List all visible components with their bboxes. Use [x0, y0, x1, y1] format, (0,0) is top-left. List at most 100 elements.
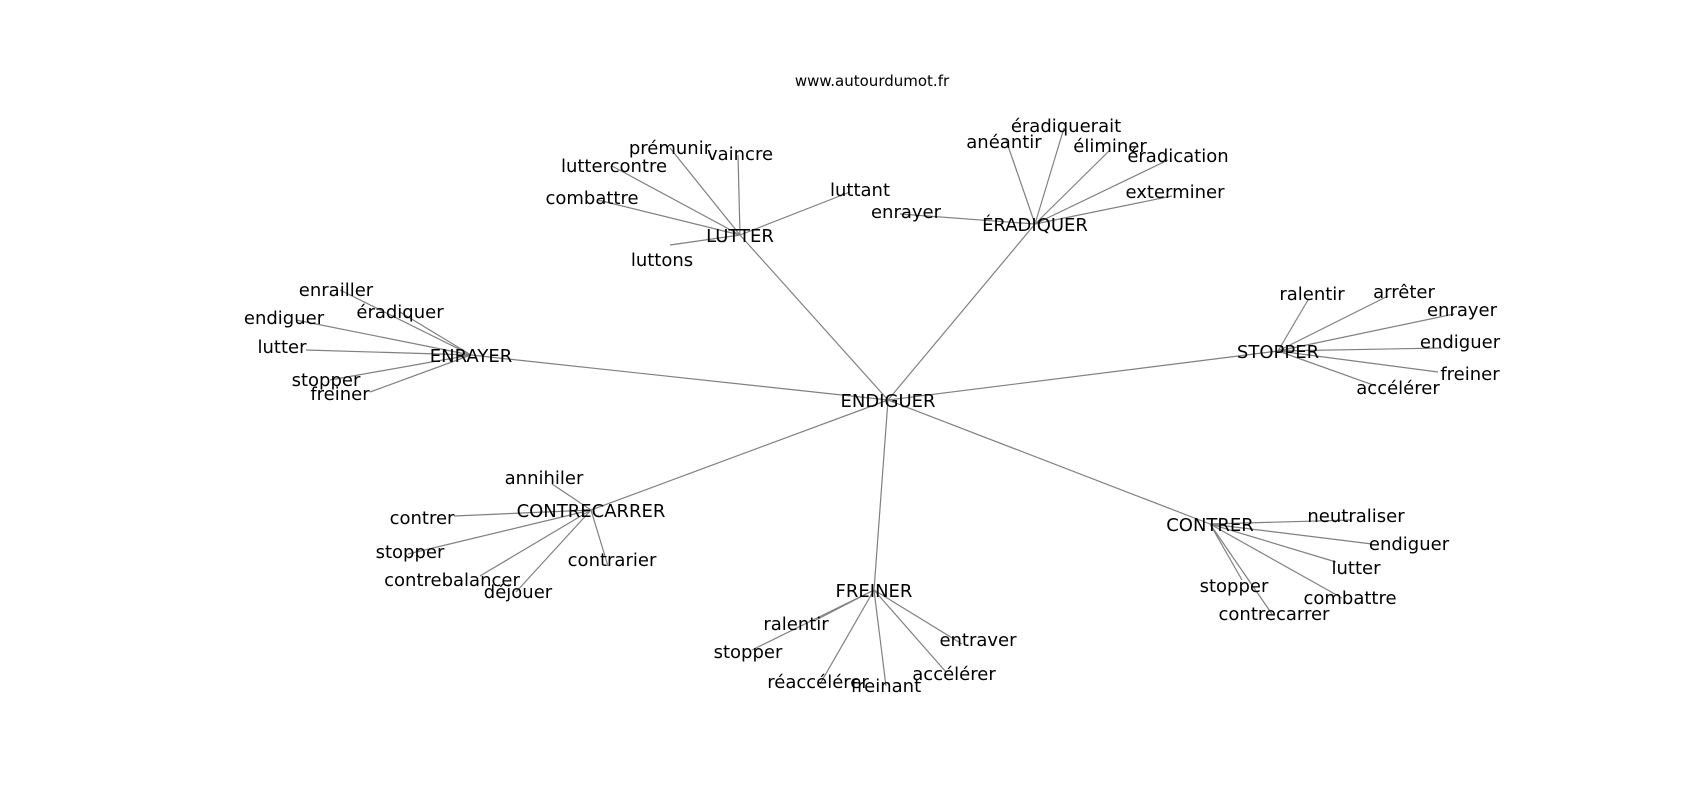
node-leaf-freiner-ralentir: ralentir: [763, 614, 829, 635]
edge-enrayer-endiguer: [295, 319, 472, 356]
node-leaf-stopper-enrayer: enrayer: [1427, 300, 1498, 321]
node-leaf-contrecarrer-contrer: contrer: [390, 508, 455, 529]
node-leaf-lutter-combattre: combattre: [545, 188, 638, 209]
edge-lutter-luttant: [739, 191, 851, 236]
node-leaf-eradiquer-aneantir: anéantir: [966, 132, 1042, 153]
edge-contrecarrer-contrebalancer: [479, 509, 592, 577]
edge-stopper-ralentir: [1277, 299, 1309, 352]
node-leaf-stopper-endiguer: endiguer: [1420, 332, 1501, 353]
node-leaf-enrayer-endiguer: endiguer: [244, 308, 325, 329]
node-leaf-contrecarrer-contrarier: contrarier: [568, 550, 657, 571]
node-leaf-lutter-vaincre: vaincre: [707, 144, 773, 165]
node-leaf-enrayer-enrailler: enrailler: [299, 280, 374, 301]
node-leaf-enrayer-lutter: lutter: [258, 337, 308, 358]
graph-edges: [295, 127, 1455, 687]
edge-center-lutter: [739, 234, 889, 401]
edge-center-freiner: [873, 399, 889, 591]
node-leaf-contrer-endiguer: endiguer: [1369, 534, 1450, 555]
edge-stopper-accelerer: [1277, 350, 1377, 387]
edge-center-stopper: [887, 350, 1279, 401]
node-hub-contrecarrer: CONTRECARRER: [517, 501, 666, 522]
edge-freiner-reaccelerer: [819, 589, 875, 685]
edge-center-eradiquer: [887, 223, 1036, 401]
node-leaf-contrecarrer-dejouer: déjouer: [484, 582, 553, 603]
node-leaf-stopper-freiner: freiner: [1440, 364, 1500, 385]
edge-eradiquer-exterminer: [1034, 195, 1173, 225]
source-watermark: www.autourdumot.fr: [794, 72, 950, 90]
node-leaf-eradiquer-enrayer: enrayer: [871, 202, 942, 223]
edge-eradiquer-eliminer: [1034, 149, 1111, 225]
node-leaf-contrer-lutter: lutter: [1332, 558, 1382, 579]
node-hub-eradiquer: ÉRADIQUER: [982, 214, 1088, 236]
edge-freiner-accelerer: [873, 589, 947, 673]
node-leaf-contrecarrer-contrebalancer: contrebalancer: [384, 570, 520, 591]
edge-contrer-contrecarrer: [1209, 523, 1273, 615]
edge-contrecarrer-annihiler: [551, 483, 592, 511]
edge-contrer-lutter: [1209, 523, 1337, 563]
edge-center-contrer: [887, 399, 1211, 525]
edge-eradiquer-enrayer: [899, 213, 1036, 225]
edge-enrayer-lutter: [305, 349, 472, 356]
node-hub-freiner: FREINER: [836, 581, 913, 602]
node-leaf-contrer-neutraliser: neutraliser: [1307, 506, 1405, 527]
node-leaf-enrayer-stopper: stopper: [292, 370, 361, 391]
edge-stopper-endiguer: [1277, 347, 1443, 352]
node-leaf-eradiquer-exterminer: exterminer: [1125, 182, 1225, 203]
node-leaf-contrecarrer-annihiler: annihiler: [505, 468, 584, 489]
edge-lutter-luttercontre: [611, 165, 741, 236]
node-leaf-enrayer-freiner: freiner: [310, 384, 370, 405]
edge-contrer-stopper: [1209, 523, 1243, 581]
edge-stopper-freiner: [1277, 350, 1439, 373]
edge-lutter-vaincre: [737, 154, 741, 236]
node-leaf-lutter-luttant: luttant: [830, 180, 890, 201]
node-leaf-stopper-ralentir: ralentir: [1279, 284, 1345, 305]
edge-contrer-neutraliser: [1209, 519, 1353, 525]
edge-enrayer-stopper: [329, 354, 472, 381]
node-leaf-freiner-accelerer: accélérer: [912, 664, 996, 685]
edge-contrecarrer-stopper: [407, 509, 592, 555]
edge-enrayer-enrailler: [339, 289, 472, 356]
edge-enrayer-freiner: [369, 354, 472, 393]
node-leaf-freiner-reaccelerer: réaccélérer: [767, 672, 869, 693]
edge-contrecarrer-contrarier: [590, 509, 609, 567]
edge-freiner-entraver: [873, 589, 963, 645]
edge-stopper-arreter: [1277, 295, 1389, 352]
node-leaf-lutter-premunir: prémunir: [629, 138, 712, 159]
node-leaf-eradiquer-eliminer: éliminer: [1073, 136, 1147, 157]
edge-eradiquer-eradiquerait: [1034, 127, 1065, 225]
edge-contrecarrer-dejouer: [515, 509, 592, 593]
node-center-endiguer: ENDIGUER: [840, 391, 935, 412]
node-leaf-stopper-accelerer: accélérer: [1356, 378, 1440, 399]
node-leaf-eradiquer-eradication: éradication: [1127, 146, 1228, 167]
edge-enrayer-eradiquer: [399, 311, 472, 356]
edge-freiner-freinant: [873, 589, 887, 687]
edge-contrecarrer-contrer: [453, 509, 592, 517]
node-leaf-contrecarrer-stopper: stopper: [376, 542, 445, 563]
edge-freiner-stopper: [751, 589, 875, 651]
edge-contrer-combattre: [1209, 523, 1343, 599]
node-leaf-contrer-combattre: combattre: [1303, 588, 1396, 609]
edge-center-contrecarrer: [590, 399, 889, 511]
node-leaf-freiner-stopper: stopper: [714, 642, 783, 663]
node-leaf-stopper-arreter: arrêter: [1373, 282, 1435, 303]
edge-lutter-luttons: [669, 234, 741, 246]
node-leaf-enrayer-eradiquer: éradiquer: [356, 302, 444, 323]
edge-lutter-combattre: [597, 199, 741, 236]
edge-center-enrayer: [470, 354, 889, 401]
node-leaf-freiner-freinant: freinant: [851, 676, 921, 697]
node-hub-enrayer: ENRAYER: [430, 346, 512, 367]
node-leaf-freiner-entraver: entraver: [939, 630, 1017, 651]
node-leaf-eradiquer-eradiquerait: éradiquerait: [1011, 116, 1121, 137]
edge-eradiquer-eradication: [1034, 159, 1169, 225]
node-hub-contrer: CONTRER: [1166, 515, 1254, 536]
edge-stopper-enrayer: [1277, 313, 1455, 352]
node-leaf-contrer-stopper: stopper: [1200, 576, 1269, 597]
edge-eradiquer-aneantir: [1005, 139, 1036, 225]
node-leaf-lutter-luttons: luttons: [631, 250, 693, 271]
node-hub-lutter: LUTTER: [706, 226, 774, 247]
edge-lutter-premunir: [669, 147, 741, 236]
node-hub-stopper: STOPPER: [1237, 342, 1319, 363]
node-leaf-contrer-contrecarrer: contrecarrer: [1219, 604, 1331, 625]
